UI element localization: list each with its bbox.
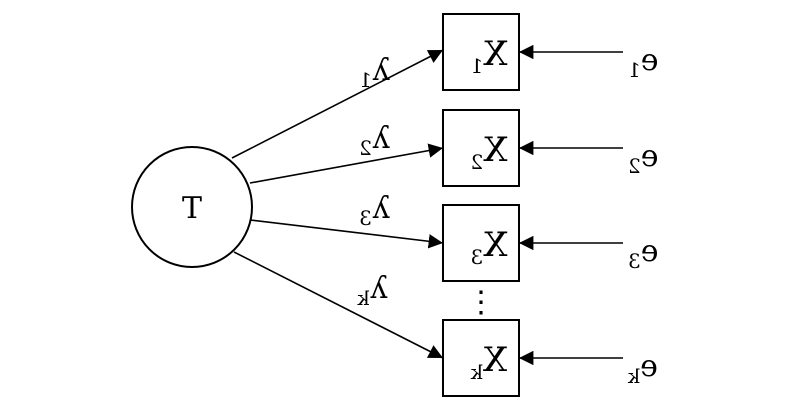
error-label-k: ek	[627, 349, 658, 388]
loading-arrow-k	[233, 251, 444, 359]
indicator-box-1	[442, 13, 520, 91]
error-label-3: e3	[628, 234, 659, 273]
loading-label-1: λ1	[359, 53, 391, 92]
indicator-box-3	[442, 204, 520, 282]
indicator-label-k: Xk	[470, 340, 507, 384]
loading-label-2: λ2	[359, 121, 391, 160]
indicator-label-2: X2	[471, 130, 508, 174]
error-label-1: e1	[628, 43, 659, 82]
loading-arrow-3	[249, 219, 444, 249]
indicator-label-1: X1	[471, 34, 508, 78]
loading-label-k: λk	[357, 271, 389, 310]
indicator-box-2	[442, 109, 520, 187]
latent-label: T	[182, 191, 202, 226]
indicator-box-k	[442, 319, 520, 397]
loading-label-3: λ3	[359, 191, 391, 230]
mirrored-diagram-group: ⋮ T X1 X2 X3 Xk λ1 λ2 λ3 λk e1	[131, 13, 659, 397]
latent-circle	[131, 146, 253, 268]
indicator-label-3: X3	[471, 225, 508, 269]
error-label-2: e2	[628, 139, 659, 178]
indicator-ellipsis: ⋮	[466, 285, 496, 320]
loading-arrow-1	[231, 49, 444, 159]
loading-arrow-2	[249, 143, 444, 184]
